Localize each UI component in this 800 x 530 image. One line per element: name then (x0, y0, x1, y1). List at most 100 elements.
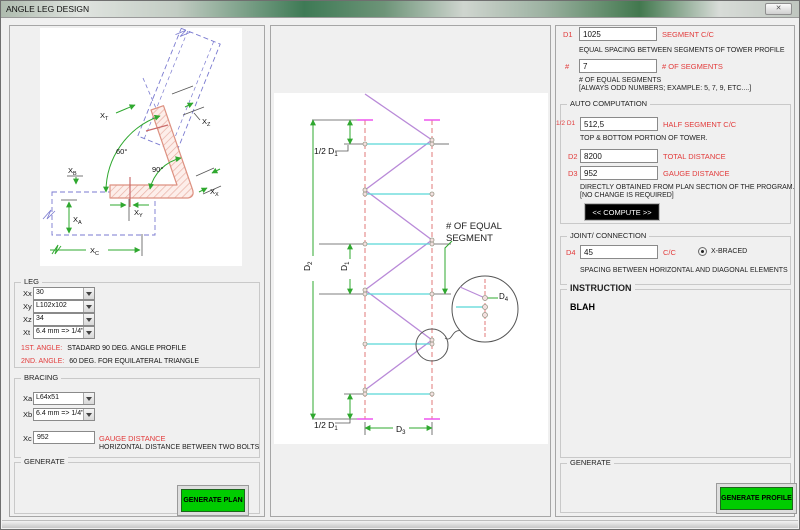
xx-dropdown[interactable]: 30 (33, 287, 95, 300)
equal-segment-label-line2: SEGMENT (446, 233, 493, 244)
d4-input[interactable] (580, 245, 658, 259)
generate-profile-button[interactable]: GENERATE PROFILE (720, 487, 793, 510)
xb-dropdown[interactable]: 6.4 mm => 1/4" (33, 408, 95, 421)
callout-leader (444, 330, 463, 340)
instruction-body: BLAH (570, 302, 595, 312)
d1-label: D1 (563, 30, 573, 39)
xz-dropdown-value: 34 (36, 315, 44, 322)
dim-label-d3: D3 (396, 424, 406, 436)
auto-computation-title: AUTO COMPUTATION (567, 99, 651, 108)
d3-hint: GAUGE DISTANCE (663, 169, 730, 178)
d4-label: D4 (566, 248, 576, 257)
segments-desc2: [ALWAYS ODD NUMBERS; EXAMPLE: 5, 7, 9, E… (579, 85, 752, 92)
generate-plan-button[interactable]: GENERATE PLAN (181, 489, 245, 512)
dimension-lines (310, 119, 498, 431)
label-xy: XY (134, 208, 143, 219)
joint-desc: SPACING BETWEEN HORIZONTAL AND DIAGONAL … (580, 267, 788, 274)
tower-profile-svg: 1/2 D1 D2 D1 1/2 D1 D3 D4 # OF EQUAL SEG… (302, 93, 519, 436)
dim-label-half-d1-top: 1/2 D1 (314, 146, 338, 158)
xy-dropdown[interactable]: L102x102 (33, 300, 95, 313)
label-xt: XT (100, 111, 109, 122)
chevron-down-icon[interactable] (83, 301, 94, 312)
dimension-lines (50, 102, 221, 255)
second-angle-note: 2ND. ANGLE:60 DEG. FOR EQUILATERAL TRIAN… (21, 358, 199, 365)
xc-label: Xc (23, 434, 32, 443)
horizontal-struts (365, 143, 432, 395)
arc-90deg (148, 156, 182, 190)
xc-desc: HORIZONTAL DISTANCE BETWEEN TWO BOLTS (99, 444, 260, 451)
d2-label: D2 (568, 152, 578, 161)
bracing-group: BRACING Xa L64x51 Xb 6.4 mm => 1/4" Xc G… (14, 373, 260, 458)
segments-label: # (565, 62, 570, 71)
leg-group: LEG Xx 30 Xy L102x102 Xz 34 Xt 6.4 mm =>… (14, 277, 260, 368)
end-ticks (357, 119, 440, 420)
half-d1-input[interactable] (580, 117, 658, 131)
xt-dropdown[interactable]: 6.4 mm => 1/4" (33, 326, 95, 339)
segments-input[interactable] (579, 59, 657, 73)
dim-label-half-d1-bottom: 1/2 D1 (314, 420, 338, 432)
chevron-down-icon[interactable] (83, 314, 94, 325)
chevron-down-icon[interactable] (83, 393, 94, 404)
generate-profile-group-title: GENERATE (567, 458, 614, 467)
chevron-down-icon[interactable] (83, 288, 94, 299)
d1-desc: EQUAL SPACING BETWEEN SEGMENTS OF TOWER … (579, 47, 785, 54)
label-xc: XC (90, 246, 99, 257)
d1-hint: SEGMENT C/C (662, 30, 714, 39)
xa-label: Xa (23, 394, 33, 403)
middle-panel: 1/2 D1 D2 D1 1/2 D1 D3 D4 # OF EQUAL SEG… (270, 25, 551, 517)
joint-connection-group: JOINT/ CONNECTION D4 C/C X-BRACED SPACIN… (560, 231, 791, 285)
generate-profile-group: GENERATE GENERATE PROFILE (560, 458, 793, 513)
xb-dropdown-value: 6.4 mm => 1/4" (36, 410, 83, 417)
bracing-group-title: BRACING (21, 373, 62, 382)
chevron-down-icon[interactable] (83, 327, 94, 338)
xa-dropdown-value: L64x51 (36, 394, 59, 401)
window-title: ANGLE LEG DESIGN (6, 4, 90, 14)
xy-label: Xy (23, 302, 32, 311)
chevron-down-icon[interactable] (83, 409, 94, 420)
window-bottom-edge (2, 520, 798, 528)
dim-label-d2: D2 (302, 261, 314, 271)
segments-desc1: # OF EQUAL SEGMENTS (579, 77, 662, 84)
angle-detail-canvas: XT XZ 60° 90° XB XA XY XX XC (40, 27, 242, 266)
d4-hint: C/C (663, 248, 676, 257)
bracing-zigzag (363, 93, 434, 391)
instruction-group: INSTRUCTION BLAH (560, 283, 791, 458)
auto-computation-group: AUTO COMPUTATION 1/2 D1 HALF SEGMENT C/C… (556, 99, 795, 224)
xt-dropdown-value: 6.4 mm => 1/4" (36, 328, 83, 335)
x-braced-radio[interactable] (698, 247, 707, 256)
xx-dropdown-value: 30 (36, 289, 44, 296)
x-braced-radio-label: X-BRACED (711, 248, 748, 255)
segments-hint: # OF SEGMENTS (662, 62, 723, 71)
xy-dropdown-value: L102x102 (36, 302, 67, 309)
leg-group-title: LEG (21, 277, 43, 286)
arc-60deg (102, 114, 161, 193)
xz-dropdown[interactable]: 34 (33, 313, 95, 326)
label-xz: XZ (202, 117, 211, 128)
xa-dropdown[interactable]: L64x51 (33, 392, 95, 405)
xb-label: Xb (23, 410, 33, 419)
generate-plan-group-title: GENERATE (21, 457, 68, 466)
label-xx: XX (210, 187, 219, 198)
d1-input[interactable] (579, 27, 657, 41)
d2-input[interactable] (580, 149, 658, 163)
first-angle-note: 1ST. ANGLE:STADARD 90 DEG. ANGLE PROFILE (21, 345, 187, 352)
xc-hint: GAUGE DISTANCE (99, 434, 166, 443)
generate-plan-group: GENERATE GENERATE PLAN (14, 457, 260, 514)
compute-button[interactable]: << COMPUTE >> (585, 204, 659, 220)
dim-label-d4: D4 (499, 292, 509, 303)
d2-hint: TOTAL DISTANCE (663, 152, 726, 161)
close-icon[interactable]: ✕ (765, 3, 792, 15)
xx-label: Xx (23, 289, 32, 298)
xc-input[interactable] (33, 431, 95, 444)
label-xa: XA (73, 215, 82, 226)
d3-input[interactable] (580, 166, 658, 180)
xz-label: Xz (23, 315, 32, 324)
label-60deg: 60° (116, 147, 127, 156)
angle-detail-svg: XT XZ 60° 90° XB XA XY XX XC (42, 27, 222, 257)
label-90deg: 90° (152, 165, 163, 174)
half-d1-hint: HALF SEGMENT C/C (663, 120, 737, 129)
callout-circle-small (415, 328, 449, 362)
left-panel: XT XZ 60° 90° XB XA XY XX XC LEG Xx 30 (9, 25, 265, 517)
titlebar[interactable]: ANGLE LEG DESIGN ✕ (1, 1, 799, 18)
